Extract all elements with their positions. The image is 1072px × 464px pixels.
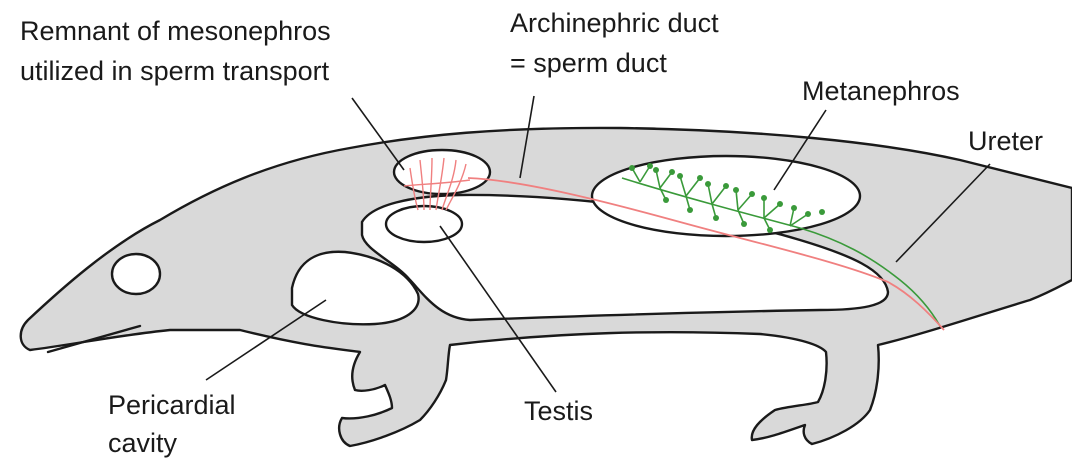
label-archinephric-line2: = sperm duct	[510, 48, 667, 78]
label-pericardial-line2: cavity	[108, 428, 178, 458]
label-mesonephros-line2: utilized in sperm transport	[20, 56, 330, 86]
label-testis: Testis	[524, 396, 593, 426]
label-mesonephros-line1: Remnant of mesonephros	[20, 16, 331, 46]
label-ureter: Ureter	[968, 126, 1043, 156]
label-pericardial-line1: Pericardial	[108, 390, 236, 420]
testis	[386, 206, 462, 242]
label-metanephros: Metanephros	[802, 76, 960, 106]
label-archinephric-line1: Archinephric duct	[510, 8, 719, 38]
eye	[112, 254, 160, 294]
